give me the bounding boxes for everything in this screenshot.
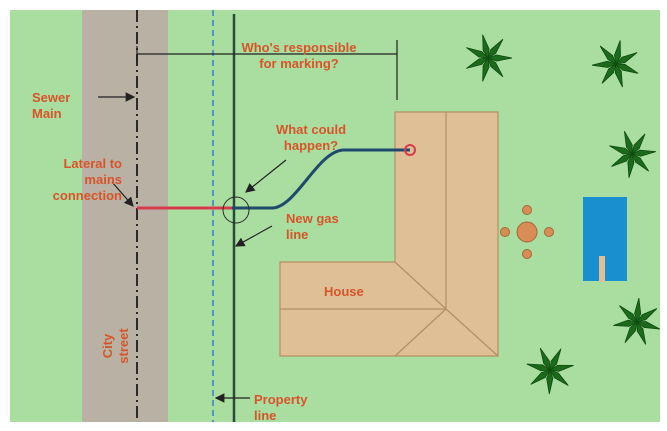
- conflict-circle: [222, 196, 250, 224]
- palm-leaf: [635, 321, 661, 330]
- palm-leaf: [482, 56, 490, 82]
- palm-leaf: [624, 320, 638, 344]
- lateral-connection-label: Lateral to mains connection: [52, 156, 122, 203]
- palm-leaf: [614, 52, 638, 65]
- sewer-main-label: Sewer Main: [32, 90, 71, 121]
- palm-tree-icon: [613, 297, 661, 345]
- pool-ladder: [599, 256, 605, 282]
- palm-leaf: [466, 47, 490, 59]
- palm-leaf: [611, 153, 633, 167]
- palm-leaf: [613, 319, 639, 327]
- new-gas-line-arrow: [234, 225, 273, 247]
- palm-leaf: [486, 54, 513, 62]
- palm-leaf: [546, 368, 554, 395]
- what-could-happen-arrow: [245, 159, 287, 193]
- house-hip-3: [445, 308, 499, 357]
- palm-leaf: [599, 45, 617, 65]
- palm-leaf: [549, 369, 569, 386]
- palm-leaf: [539, 347, 551, 372]
- patio-chair-bottom: [522, 249, 532, 259]
- palm-leaf: [631, 133, 646, 155]
- palm-leaf: [614, 62, 623, 88]
- palm-leaf: [636, 320, 647, 345]
- palm-leaf: [601, 63, 617, 84]
- palm-leaf: [631, 153, 650, 172]
- palm-tree-icon: [609, 131, 657, 178]
- palm-tree-icon: [526, 347, 574, 395]
- palm-leaf: [614, 40, 621, 66]
- pool-icon: [583, 197, 627, 282]
- palm-leaf: [627, 152, 635, 178]
- city-street: [82, 10, 168, 422]
- patio-chair-right: [544, 227, 554, 237]
- palm-leaf: [624, 131, 633, 156]
- palm-leaf: [466, 57, 490, 69]
- palm-leaf: [549, 348, 562, 372]
- palm-leaf: [591, 60, 618, 68]
- round-table-icon: [500, 205, 554, 259]
- palm-leaf: [487, 38, 504, 59]
- palm-tree-icon: [591, 40, 639, 88]
- palm-leaf: [530, 369, 551, 385]
- palm-tree-icon: [466, 34, 513, 82]
- patio-table: [516, 221, 538, 243]
- house-hip-2: [394, 308, 447, 357]
- palm-leaf: [482, 34, 490, 60]
- lateral-arrow: [111, 181, 134, 207]
- new-gas-line-label: New gas line: [286, 211, 339, 242]
- palm-leaf: [526, 363, 552, 372]
- city-street-label: City street: [100, 328, 131, 364]
- what-could-happen-label: What could happen?: [275, 122, 347, 153]
- palm-leaf: [630, 149, 657, 157]
- new-gas-line: [232, 148, 410, 210]
- patio-chair-left: [500, 227, 510, 237]
- responsibility-question-label: Who's responsible for marking?: [241, 40, 357, 71]
- house-hip-1: [394, 261, 447, 310]
- property-line-label: Property line: [254, 392, 308, 423]
- palm-leaf: [634, 297, 642, 324]
- palm-leaf: [548, 364, 574, 372]
- house-label: House: [324, 284, 364, 299]
- palm-leaf: [609, 145, 634, 155]
- palm-leaf: [619, 305, 638, 323]
- palm-leaf: [636, 308, 658, 323]
- house: [279, 111, 499, 357]
- patio-chair-top: [522, 205, 532, 215]
- palm-leaf: [487, 57, 504, 78]
- palm-leaf: [614, 63, 639, 74]
- gas-meter: [404, 144, 416, 156]
